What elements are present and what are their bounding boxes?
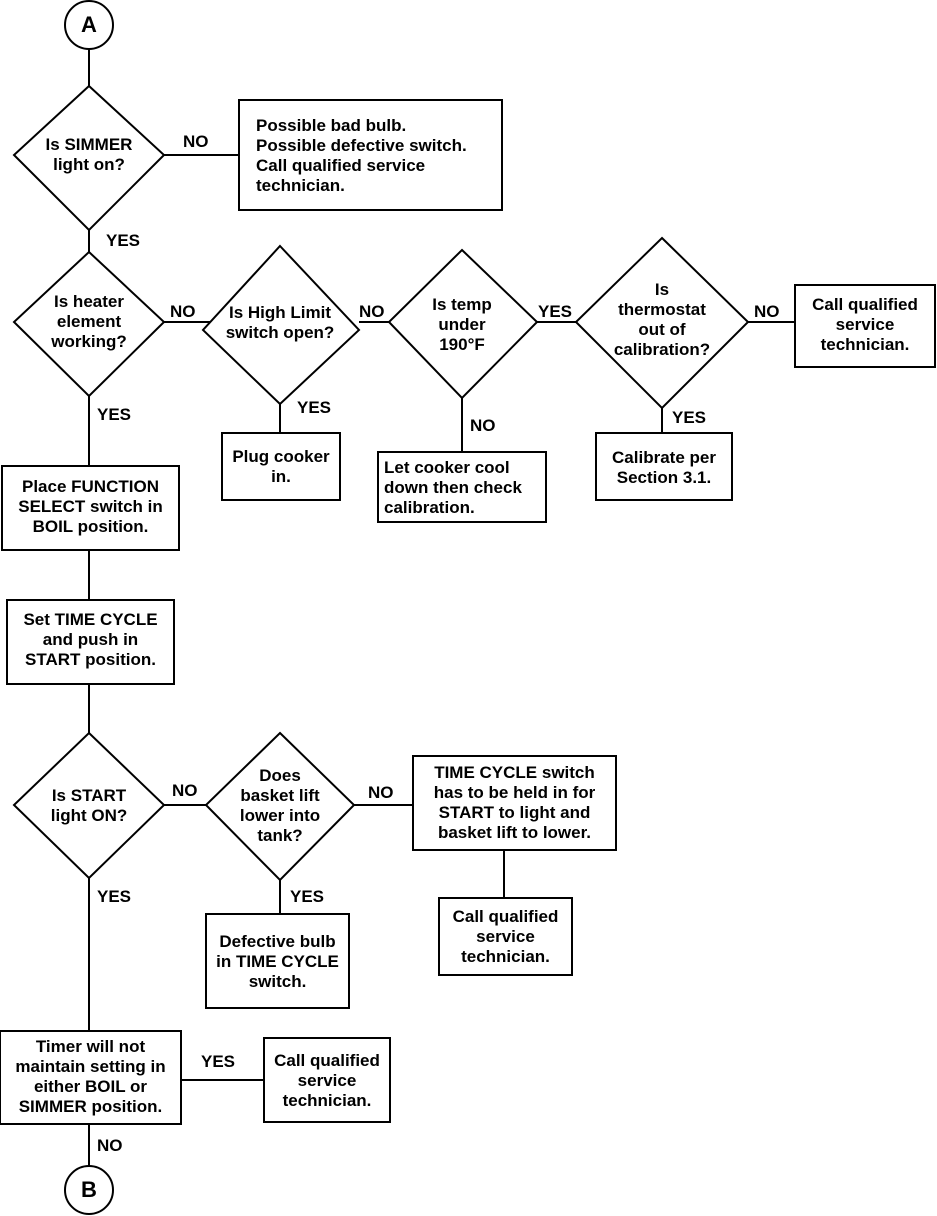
decision-basket-lift-shape bbox=[204, 731, 356, 882]
edge-label-basket-no: NO bbox=[368, 783, 394, 802]
action-cool-down: Let cooker cool down then check calibrat… bbox=[384, 458, 522, 517]
connector-a-label: A bbox=[81, 12, 97, 37]
edge-label-basket-yes: YES bbox=[290, 887, 325, 906]
decision-simmer-light: Is SIMMER light on? bbox=[45, 135, 133, 174]
connector-a-circle bbox=[64, 0, 114, 50]
action-timer: Timer will not maintain setting in eithe… bbox=[15, 1037, 166, 1116]
action-plug-cooker: Plug cooker in. bbox=[232, 447, 330, 486]
action-call-service-1-box bbox=[794, 284, 936, 368]
action-timer-box bbox=[0, 1030, 182, 1125]
action-calibrate-box bbox=[595, 432, 733, 501]
action-plug-cooker-box bbox=[221, 432, 341, 501]
action-time-cycle-held: TIME CYCLE switch has to be held in for … bbox=[433, 763, 596, 842]
action-bad-bulb: Possible bad bulb. Possible defective sw… bbox=[256, 116, 467, 195]
action-defective-bulb-box bbox=[205, 913, 350, 1009]
action-call-service-3: Call qualified service technician. bbox=[274, 1051, 380, 1110]
flow-lines bbox=[88, 46, 795, 1169]
edge-label-temp-no: NO bbox=[470, 416, 496, 435]
action-time-cycle-held-box bbox=[412, 755, 617, 851]
decision-temp-under-shape bbox=[387, 248, 539, 400]
decision-basket-lift: Does basket lift lower into tank? bbox=[239, 766, 321, 845]
connector-b-label: B bbox=[81, 1177, 97, 1202]
action-call-service-1: Call qualified service technician. bbox=[812, 295, 918, 354]
decision-heater-element: Is heater element working? bbox=[51, 292, 127, 351]
decision-start-light-shape bbox=[12, 731, 166, 880]
edge-label-heater-no: NO bbox=[170, 302, 196, 321]
edge-label-start-no: NO bbox=[172, 781, 198, 800]
edge-label-heater-yes: YES bbox=[97, 405, 132, 424]
edge-label-start-yes: YES bbox=[97, 887, 132, 906]
action-place-function: Place FUNCTION SELECT switch in BOIL pos… bbox=[18, 477, 163, 536]
decision-high-limit-shape bbox=[201, 244, 361, 406]
edge-label-thermostat-yes: YES bbox=[672, 408, 707, 427]
edge-label-temp-yes: YES bbox=[538, 302, 573, 321]
edge-label-timer-no: NO bbox=[97, 1136, 123, 1155]
action-place-function-box bbox=[1, 465, 180, 551]
edge-label-high-limit-yes: YES bbox=[297, 398, 332, 417]
action-cool-down-box bbox=[377, 451, 547, 523]
action-call-service-2-box bbox=[438, 897, 573, 976]
edge-label-simmer-no: NO bbox=[183, 132, 209, 151]
decision-thermostat: Is thermostat out of calibration? bbox=[613, 280, 711, 359]
action-set-time-box bbox=[6, 599, 175, 685]
action-set-time: Set TIME CYCLE and push in START positio… bbox=[23, 610, 158, 669]
action-call-service-3-box bbox=[263, 1037, 391, 1123]
action-call-service-2: Call qualified service technician. bbox=[452, 907, 559, 966]
decision-thermostat-shape bbox=[574, 236, 750, 410]
decision-temp-under: Is temp under 190°F bbox=[432, 295, 492, 354]
connector-b-circle bbox=[64, 1165, 114, 1215]
edge-label-timer-yes: YES bbox=[201, 1052, 236, 1071]
decision-high-limit: Is High Limit switch open? bbox=[225, 303, 335, 342]
decision-simmer-light-shape bbox=[12, 84, 166, 232]
decision-start-light: Is START light ON? bbox=[50, 786, 128, 825]
action-defective-bulb: Defective bulb in TIME CYCLE switch. bbox=[216, 932, 339, 991]
edge-label-thermostat-no: NO bbox=[754, 302, 780, 321]
edge-label-high-limit-no: NO bbox=[359, 302, 385, 321]
action-calibrate: Calibrate per Section 3.1. bbox=[612, 448, 716, 487]
action-bad-bulb-box bbox=[238, 99, 503, 211]
decision-heater-element-shape bbox=[12, 250, 166, 398]
edge-label-simmer-yes: YES bbox=[106, 231, 141, 250]
